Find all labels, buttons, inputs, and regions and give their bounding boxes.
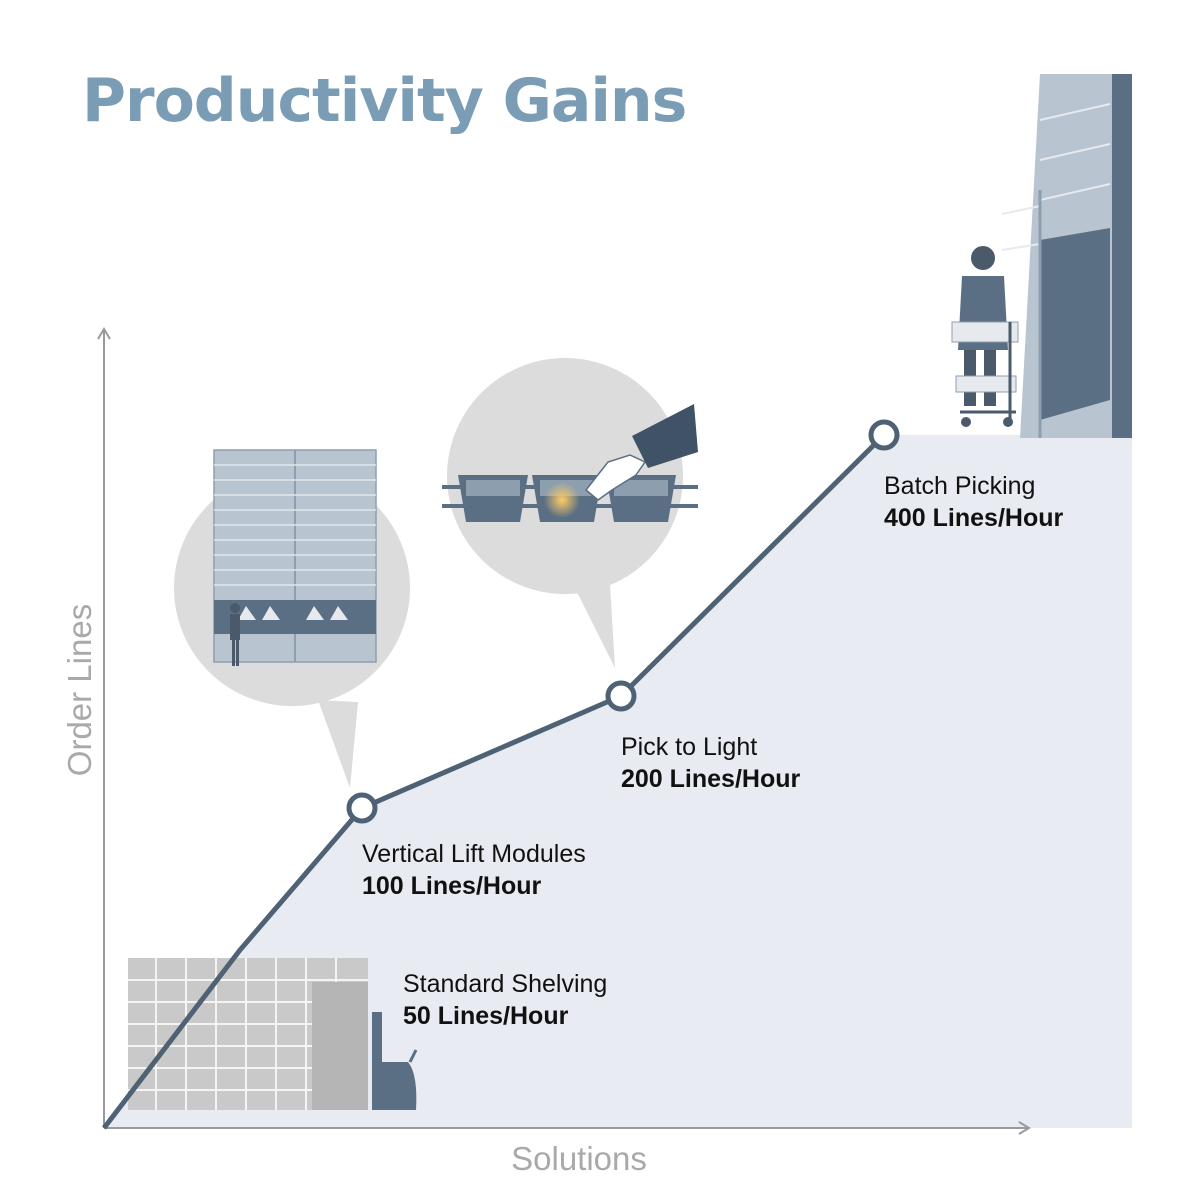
point-name: Batch Picking xyxy=(884,472,1036,500)
point-label-standard-shelving: Standard Shelving 50 Lines/Hour xyxy=(403,968,607,1032)
marker-batch-picking xyxy=(868,419,900,451)
point-rate: 400 Lines/Hour xyxy=(884,504,1064,532)
pallet-shelving-icon xyxy=(128,958,418,1110)
point-name: Pick to Light xyxy=(621,733,758,761)
page-title: Productivity Gains xyxy=(82,66,687,136)
marker-pick-to-light xyxy=(605,680,637,712)
area-under-curve xyxy=(104,435,1132,1128)
point-rate: 50 Lines/Hour xyxy=(403,1002,569,1030)
point-label-batch-picking: Batch Picking 400 Lines/Hour xyxy=(884,470,1063,534)
y-axis-label: Order Lines xyxy=(61,603,98,777)
point-rate: 200 Lines/Hour xyxy=(621,765,801,793)
pick-to-light-icon xyxy=(442,404,698,522)
vertical-lift-module-icon xyxy=(213,449,377,666)
point-name: Standard Shelving xyxy=(403,970,608,998)
point-name: Vertical Lift Modules xyxy=(362,840,586,868)
point-label-pick-to-light: Pick to Light 200 Lines/Hour xyxy=(621,731,800,795)
x-axis-label: Solutions xyxy=(511,1140,647,1177)
point-rate: 100 Lines/Hour xyxy=(362,872,542,900)
point-label-vertical-lift-modules: Vertical Lift Modules 100 Lines/Hour xyxy=(362,838,586,902)
batch-picking-worker-icon xyxy=(951,74,1132,438)
marker-vertical-lift-modules xyxy=(346,792,378,824)
